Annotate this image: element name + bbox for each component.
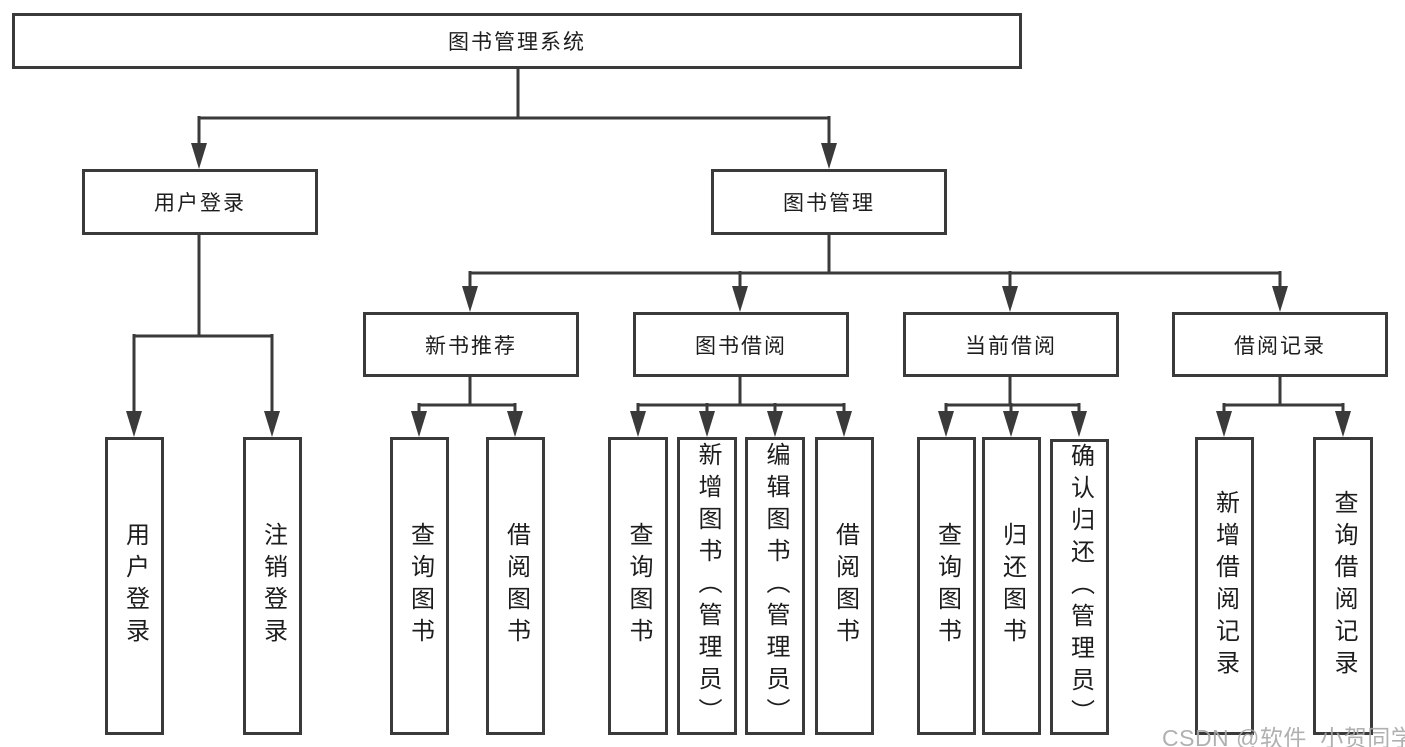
leaf-label: 编辑图书（管理员）: [762, 442, 789, 730]
node-user-login-module: 用户登录: [82, 169, 318, 235]
leaf-label: 注销登录: [259, 522, 287, 650]
leaf-return-books: 归还图书: [982, 437, 1041, 735]
leaf-query-borrow-record: 查询借阅记录: [1313, 437, 1373, 735]
node-current-borrow: 当前借阅: [903, 312, 1119, 377]
leaf-label: 新增借阅记录: [1211, 490, 1239, 682]
node-label: 借阅记录: [1234, 334, 1326, 358]
leaf-label: 查询借阅记录: [1330, 490, 1357, 682]
leaf-borrow-books-2: 借阅图书: [815, 437, 874, 735]
leaf-label: 归还图书: [998, 522, 1026, 650]
node-book-management-module: 图书管理: [711, 169, 947, 235]
node-label: 当前借阅: [965, 334, 1057, 358]
leaf-label: 新增图书（管理员）: [694, 442, 721, 730]
leaf-label: 查询图书: [625, 522, 652, 650]
leaf-add-books-admin: 新增图书（管理员）: [677, 437, 737, 735]
leaf-label: 借阅图书: [502, 522, 530, 650]
leaf-label: 查询图书: [933, 522, 961, 650]
leaf-borrow-books-1: 借阅图书: [486, 437, 545, 735]
leaf-query-books-1: 查询图书: [390, 437, 449, 735]
leaf-confirm-return-admin: 确认归还（管理员）: [1050, 439, 1109, 735]
leaf-query-books-3: 查询图书: [917, 437, 976, 735]
leaf-query-books-2: 查询图书: [608, 437, 668, 735]
leaf-user-login: 用户登录: [105, 437, 164, 735]
node-new-book-recommend: 新书推荐: [363, 312, 579, 377]
node-label: 新书推荐: [425, 334, 517, 358]
leaf-label: 确认归还（管理员）: [1066, 443, 1094, 731]
leaf-label: 查询图书: [406, 522, 434, 650]
node-book-borrow: 图书借阅: [633, 312, 849, 377]
node-label: 图书管理: [783, 192, 875, 215]
node-borrow-records: 借阅记录: [1172, 312, 1388, 377]
node-label: 图书借阅: [695, 334, 787, 358]
csdn-watermark: CSDN @软件_小贺同学: [1162, 725, 1405, 747]
node-root-system: 图书管理系统: [12, 13, 1022, 69]
node-root-label: 图书管理系统: [448, 31, 586, 54]
leaf-edit-books-admin: 编辑图书（管理员）: [745, 437, 805, 735]
leaf-label: 用户登录: [121, 522, 149, 650]
leaf-logout: 注销登录: [243, 437, 302, 735]
leaf-label: 借阅图书: [831, 522, 859, 650]
node-label: 用户登录: [154, 192, 246, 215]
leaf-add-borrow-record: 新增借阅记录: [1195, 437, 1254, 735]
